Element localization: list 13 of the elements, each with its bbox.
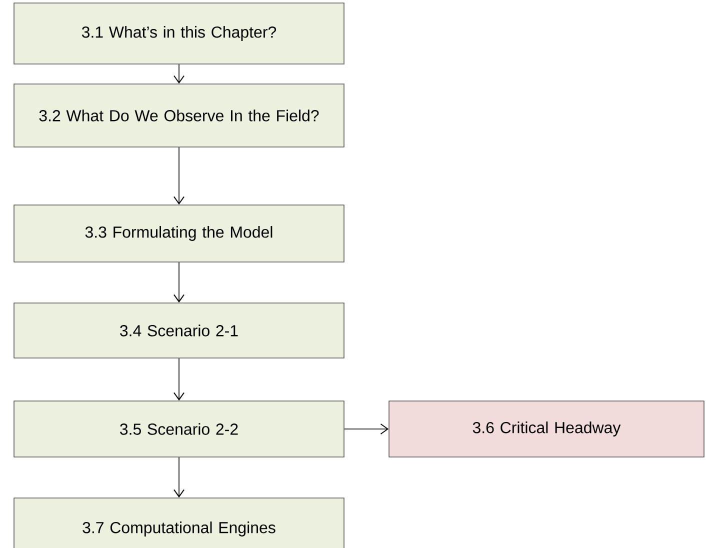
arrow [174, 358, 184, 401]
arrow [174, 262, 184, 303]
process-box: 3.3 Formulating the Model [14, 204, 344, 262]
arrow [174, 456, 184, 498]
arrow [174, 64, 184, 84]
process-box: 3.5 Scenario 2-2 [14, 400, 344, 458]
process-box: 3.2 What Do We Observe In the Field? [14, 84, 344, 148]
arrow [174, 146, 184, 205]
arrow [344, 423, 389, 434]
process-box: 3.6 Critical Headway [388, 400, 704, 458]
process-box: 3.4 Scenario 2-1 [14, 302, 344, 358]
process-box: 3.1 What’s in this Chapter? [14, 2, 344, 64]
process-box: 3.7 Computational Engines [14, 498, 344, 548]
